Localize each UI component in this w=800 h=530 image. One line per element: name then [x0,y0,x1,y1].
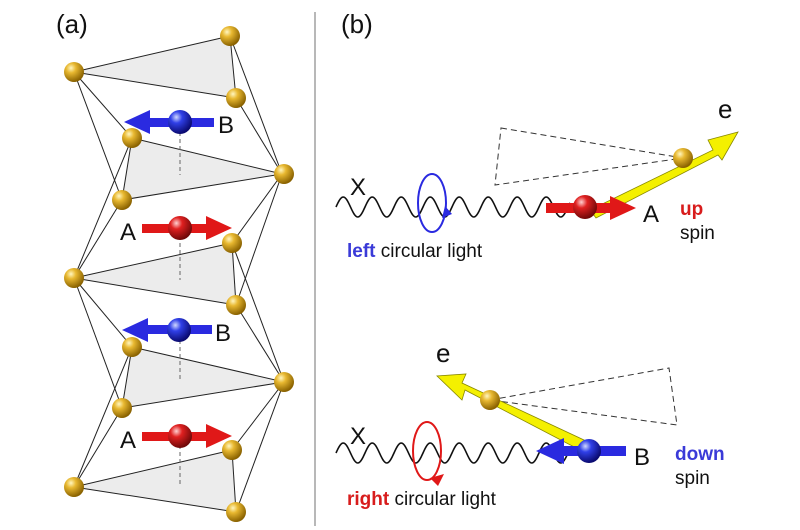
spin-arrow-right-icon [206,424,232,448]
gold-atom [64,477,84,497]
panel-a: (a) [56,9,294,522]
atom-b-2: B [122,318,231,347]
spin-word: spin [675,468,710,489]
spin-arrow-left-icon [536,438,564,464]
light-wave [335,196,571,218]
polarization-caption: left circular light [347,241,483,262]
spin-arrow-left-icon [122,318,148,342]
polarization-loop [417,173,447,233]
atom-a-sphere [573,195,597,219]
electron-arrow-icon [436,373,585,451]
spin-arrow-left-icon [124,110,150,134]
polyhedra-edges [73,35,285,513]
polarization-word: right [347,489,390,510]
atom-label: A [643,201,659,228]
atom-b-sphere [167,318,191,342]
polarization-arrow-icon [442,206,452,218]
gold-atom [274,372,294,392]
gold-atoms [64,26,294,522]
gold-atom [226,88,246,108]
atom-a-1: A [120,216,232,246]
gold-atom [112,190,132,210]
process-top: X e A up spin left circular light [335,94,739,262]
gold-atom [122,337,142,357]
atom-a-2: A [120,424,232,454]
electron-sphere [673,148,693,168]
atom-label: A [120,427,136,454]
atom-label: B [218,112,234,139]
process-bottom: X e B down spin right circular light [335,338,725,510]
atom-label: B [634,444,650,471]
electron-label: e [436,338,450,368]
light-label: X [350,174,366,201]
polarization-rest: circular light [389,489,496,510]
atom-label: A [120,219,136,246]
panel-b: (b) X e A up spin left circular light X [335,9,739,510]
polarization-loop [412,421,442,481]
emission-cone [494,127,684,186]
gold-atom [112,398,132,418]
electron-label: e [718,94,732,124]
polarization-rest: circular light [376,241,483,262]
light-wave [335,442,571,464]
polyhedra-faces [74,36,284,512]
gold-atom [274,164,294,184]
spin-arrow-right-icon [610,196,636,220]
gold-atom [64,62,84,82]
gold-atom [226,502,246,522]
atom-b-sphere [577,439,601,463]
spin-direction-word: up [680,199,703,220]
spin-word: spin [680,223,715,244]
atom-a-sphere [168,424,192,448]
gold-atom [64,268,84,288]
gold-atom [220,26,240,46]
polarization-caption: right circular light [347,489,497,510]
light-label: X [350,423,366,450]
panel-b-label: (b) [341,9,373,39]
atom-b-sphere [168,110,192,134]
atom-label: B [215,320,231,347]
gold-atom [222,233,242,253]
gold-atom [226,295,246,315]
spin-arrow-right-icon [206,216,232,240]
electron-sphere [480,390,500,410]
emission-cone [489,367,678,426]
spin-direction-word: down [675,444,725,465]
atom-a-sphere [168,216,192,240]
polarization-word: left [347,241,376,262]
gold-atom [122,128,142,148]
panel-a-label: (a) [56,9,88,39]
gold-atom [222,440,242,460]
polarization-arrow-icon [430,474,444,486]
atom-b-1: B [124,110,234,139]
